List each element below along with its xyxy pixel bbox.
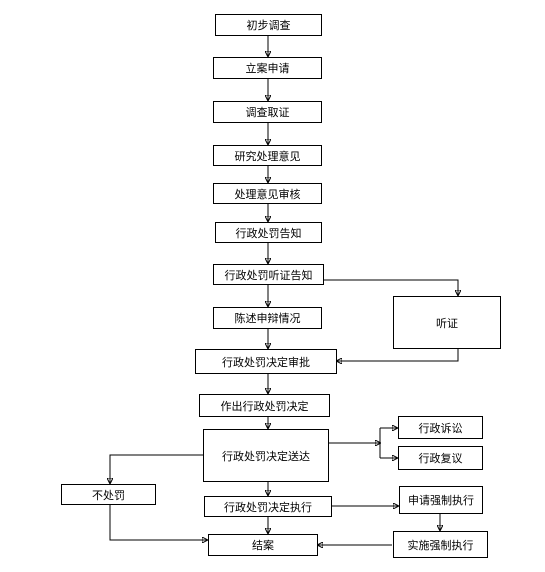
node-review-opinion: 处理意见审核 xyxy=(213,183,322,204)
edge-hearing-notice-to-hearing xyxy=(324,279,458,295)
node-apply-enforcement: 申请强制执行 xyxy=(399,486,483,514)
edge-hearing-to-approval xyxy=(337,349,459,361)
node-label: 行政处罚听证告知 xyxy=(224,268,313,282)
node-label: 听证 xyxy=(436,316,458,330)
node-label: 行政处罚决定审批 xyxy=(222,355,310,369)
edge-no-penalty-to-close xyxy=(109,505,207,540)
node-label: 调查取证 xyxy=(245,106,290,119)
node-label: 结案 xyxy=(252,539,274,552)
node-statement-defense: 陈述申辩情况 xyxy=(213,307,322,329)
node-label: 申请强制执行 xyxy=(408,494,474,507)
node-implement-enforcement: 实施强制执行 xyxy=(393,531,488,558)
node-label: 处理意见审核 xyxy=(234,187,301,201)
node-close-case: 结案 xyxy=(208,534,318,556)
node-approval: 行政处罚决定审批 xyxy=(195,349,337,374)
node-label: 行政复议 xyxy=(418,452,463,465)
node-label: 作出行政处罚决定 xyxy=(220,399,309,413)
node-hearing-notice: 行政处罚听证告知 xyxy=(213,264,324,285)
node-make-decision: 作出行政处罚决定 xyxy=(199,394,330,417)
node-label: 行政处罚告知 xyxy=(235,226,302,240)
node-penalty-notice: 行政处罚告知 xyxy=(215,222,322,243)
node-file-case: 立案申请 xyxy=(213,57,322,79)
node-label: 行政处罚决定送达 xyxy=(222,449,310,463)
node-study-opinion: 研究处理意见 xyxy=(213,145,322,166)
node-label: 陈述申辩情况 xyxy=(234,312,301,325)
node-no-penalty: 不处罚 xyxy=(61,484,156,505)
node-label: 行政处罚决定执行 xyxy=(224,500,312,514)
node-reconsideration: 行政复议 xyxy=(398,446,483,470)
node-label: 行政诉讼 xyxy=(418,421,463,435)
node-label: 实施强制执行 xyxy=(407,538,474,552)
edge-delivery-to-no-penalty xyxy=(110,454,203,483)
node-label: 研究处理意见 xyxy=(234,149,301,163)
node-deliver-decision: 行政处罚决定送达 xyxy=(203,429,329,482)
node-label: 不处罚 xyxy=(92,488,125,502)
node-investigate-evidence: 调查取证 xyxy=(213,101,322,123)
node-execute-decision: 行政处罚决定执行 xyxy=(204,496,332,517)
node-lawsuit: 行政诉讼 xyxy=(398,416,483,439)
node-label: 立案申请 xyxy=(245,62,290,75)
node-initial-investigation: 初步调查 xyxy=(215,14,322,36)
node-hearing: 听证 xyxy=(393,296,501,349)
node-label: 初步调查 xyxy=(246,19,291,32)
